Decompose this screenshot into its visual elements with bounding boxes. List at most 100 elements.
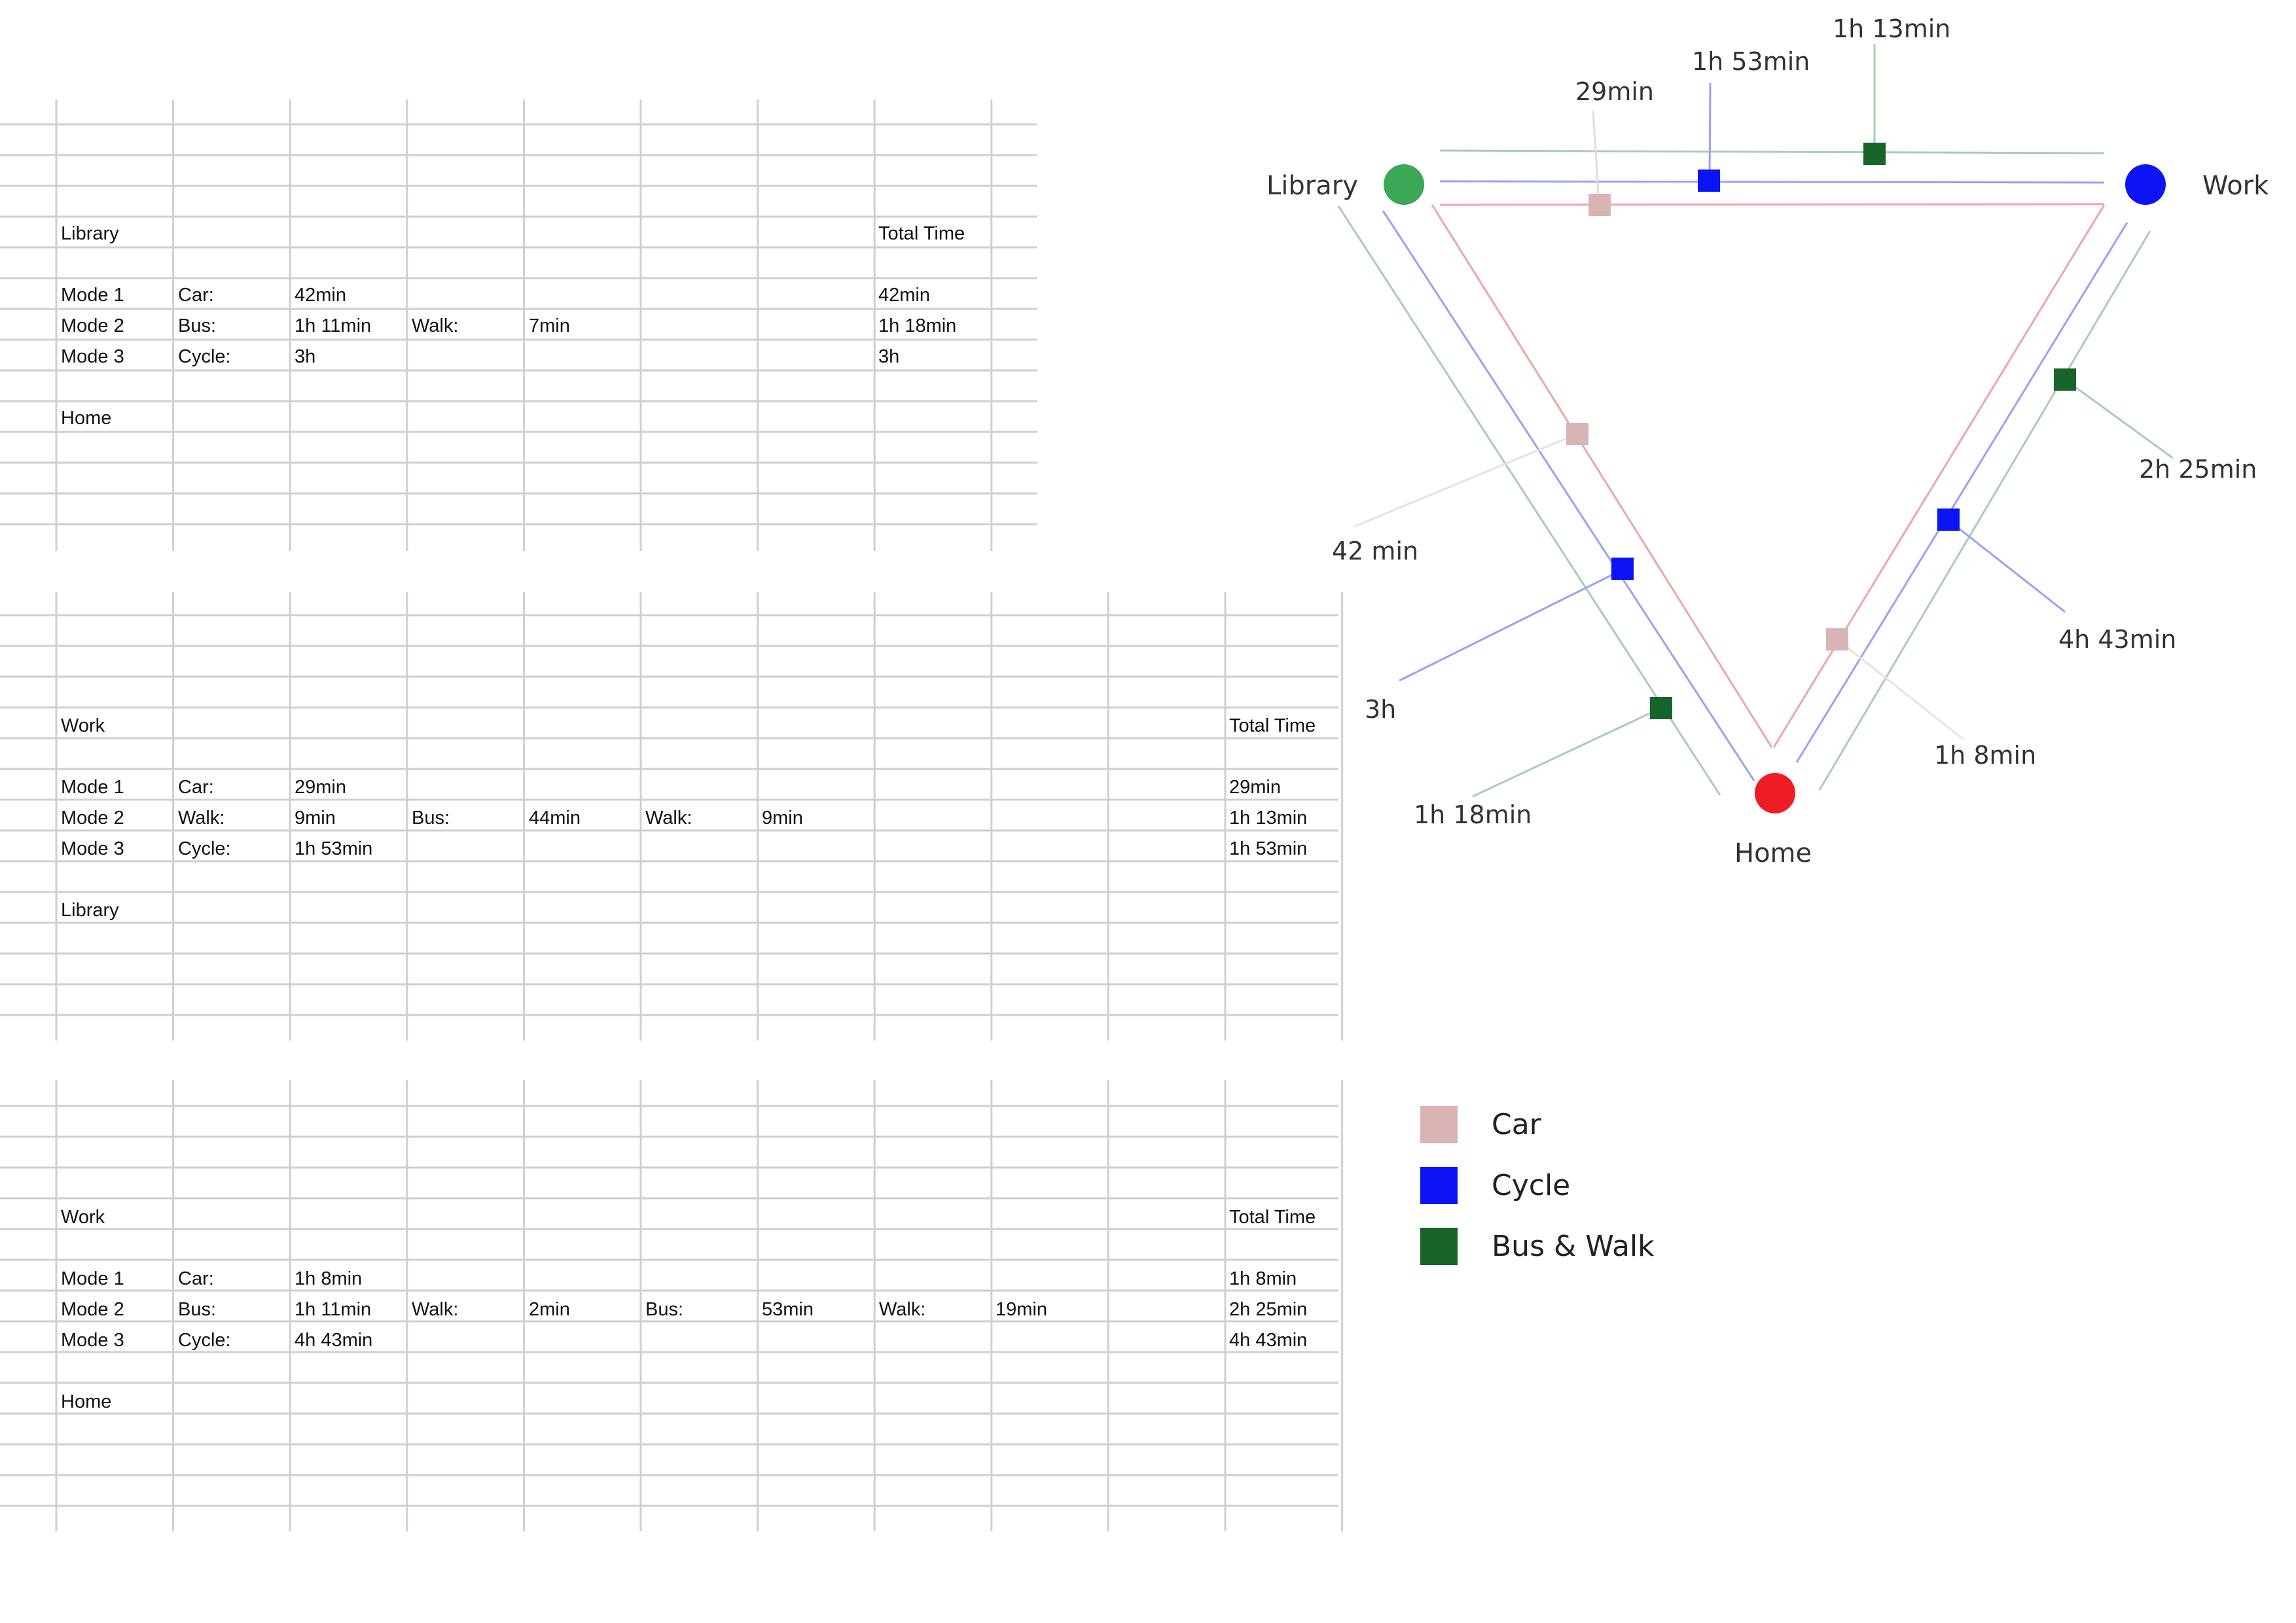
car-marker bbox=[1566, 423, 1588, 445]
car-marker bbox=[1826, 628, 1848, 651]
legend-item-bus-walk: Bus & Walk bbox=[1420, 1228, 1655, 1265]
library-label: Library bbox=[1266, 171, 1358, 201]
total-time-header: Total Time bbox=[1229, 1207, 1316, 1228]
cell: 9min bbox=[295, 808, 336, 829]
route-line-cycle-lib-work bbox=[1439, 180, 2105, 184]
sheet-top-label: Work bbox=[61, 715, 105, 736]
total-cell: 29min bbox=[1229, 777, 1281, 798]
time-label-bus-work-home: 2h 25min bbox=[2139, 455, 2257, 484]
cell: Bus: bbox=[412, 808, 450, 829]
total-cell: 1h 18min bbox=[878, 315, 957, 336]
cell: 4h 43min bbox=[295, 1330, 373, 1351]
mode-label: Mode 2 bbox=[61, 808, 124, 829]
cell: 1h 53min bbox=[295, 838, 373, 859]
cell: 29min bbox=[295, 777, 346, 798]
car-marker bbox=[1588, 194, 1611, 216]
total-cell: 3h bbox=[878, 346, 900, 367]
time-label-cycle-lib-home: 3h bbox=[1365, 695, 1396, 724]
home-label: Home bbox=[1734, 838, 1812, 868]
cell: Bus: bbox=[178, 1299, 217, 1320]
leader-line bbox=[1399, 568, 1624, 682]
bus-walk-marker bbox=[1863, 143, 1886, 165]
cell: 3h bbox=[295, 346, 316, 367]
sheet-bottom-label: Home bbox=[61, 408, 112, 429]
cell: 7min bbox=[529, 315, 570, 336]
cell: 19min bbox=[996, 1299, 1047, 1320]
mode-label: Mode 2 bbox=[61, 1299, 124, 1320]
sheet-top-label: Library bbox=[61, 223, 119, 244]
cell: Bus: bbox=[645, 1299, 684, 1320]
leader-line bbox=[1472, 707, 1662, 798]
leader-line bbox=[1837, 638, 1964, 741]
cell: Walk: bbox=[178, 808, 225, 829]
legend-label: Bus & Walk bbox=[1492, 1230, 1655, 1263]
bus-walk-marker bbox=[1650, 697, 1672, 719]
legend-label: Cycle bbox=[1492, 1169, 1571, 1202]
time-label-bus-lib-home: 1h 18min bbox=[1414, 800, 1532, 829]
cell: Walk: bbox=[412, 1299, 459, 1320]
bus-walk-marker bbox=[2054, 368, 2076, 391]
route-line-cycle-work-home bbox=[1795, 222, 2128, 763]
total-time-header: Total Time bbox=[878, 223, 965, 244]
cell: Car: bbox=[178, 285, 214, 306]
legend-swatch-cycle bbox=[1420, 1167, 1458, 1204]
route-diagram: Library Work Home 29min 1h 53min 1h 13mi… bbox=[1266, 14, 2269, 868]
mode-label: Mode 3 bbox=[61, 346, 124, 367]
cell: Car: bbox=[178, 1268, 214, 1289]
leader-line bbox=[1948, 519, 2066, 613]
legend-item-cycle: Cycle bbox=[1420, 1167, 1655, 1204]
cell: 42min bbox=[295, 285, 346, 306]
cell: Cycle: bbox=[178, 346, 231, 367]
library-node bbox=[1384, 164, 1424, 205]
mode-label: Mode 3 bbox=[61, 838, 124, 859]
mode-label: Mode 1 bbox=[61, 777, 124, 798]
work-label: Work bbox=[2202, 171, 2269, 201]
sheet-bottom-label: Home bbox=[61, 1391, 112, 1412]
total-cell: 1h 53min bbox=[1229, 838, 1308, 859]
route-line-car-lib-home bbox=[1431, 204, 1773, 748]
leader-line bbox=[1353, 433, 1578, 528]
total-cell: 42min bbox=[878, 285, 930, 306]
cell: Walk: bbox=[879, 1299, 926, 1320]
cell: Cycle: bbox=[178, 838, 231, 859]
time-label-bus-lib-work: 1h 13min bbox=[1833, 14, 1950, 43]
cell: Walk: bbox=[412, 315, 459, 336]
leader-line bbox=[2064, 378, 2174, 459]
time-label-car-lib-home: 42 min bbox=[1332, 537, 1418, 565]
total-cell: 4h 43min bbox=[1229, 1330, 1308, 1351]
time-label-cycle-lib-work: 1h 53min bbox=[1692, 47, 1810, 76]
legend: Car Cycle Bus & Walk bbox=[1420, 1106, 1655, 1265]
mode-label: Mode 3 bbox=[61, 1330, 124, 1351]
legend-swatch-car bbox=[1420, 1106, 1458, 1143]
mode-label: Mode 1 bbox=[61, 1268, 124, 1289]
time-label-car-work-home: 1h 8min bbox=[1934, 741, 2036, 770]
cell: 9min bbox=[762, 808, 803, 829]
leader-line bbox=[1592, 111, 1600, 205]
cell: 53min bbox=[762, 1299, 814, 1320]
route-line-car-lib-work bbox=[1439, 203, 2105, 206]
total-cell: 1h 13min bbox=[1229, 808, 1308, 829]
sheet-grid bbox=[0, 99, 1037, 551]
mode-label: Mode 1 bbox=[61, 285, 124, 306]
time-label-cycle-work-home: 4h 43min bbox=[2058, 625, 2176, 654]
cell: Bus: bbox=[178, 315, 217, 336]
cycle-marker bbox=[1611, 558, 1634, 580]
total-cell: 1h 8min bbox=[1229, 1268, 1297, 1289]
total-time-header: Total Time bbox=[1229, 715, 1316, 736]
cell: Cycle: bbox=[178, 1330, 231, 1351]
cell: 1h 11min bbox=[295, 1299, 372, 1320]
sheet-grid bbox=[0, 1080, 1344, 1531]
home-node bbox=[1755, 773, 1795, 813]
route-line-car-work-home bbox=[1772, 204, 2106, 748]
cycle-marker bbox=[1937, 508, 1960, 531]
cell: 1h 11min bbox=[295, 315, 372, 336]
sheet-top-label: Work bbox=[61, 1207, 105, 1228]
work-node bbox=[2125, 164, 2166, 205]
cell: Walk: bbox=[645, 808, 692, 829]
legend-label: Car bbox=[1492, 1108, 1541, 1141]
cell: 2min bbox=[529, 1299, 570, 1320]
cell: Car: bbox=[178, 777, 214, 798]
cycle-marker bbox=[1698, 169, 1720, 192]
cell: 1h 8min bbox=[295, 1268, 363, 1289]
mode-label: Mode 2 bbox=[61, 315, 124, 336]
